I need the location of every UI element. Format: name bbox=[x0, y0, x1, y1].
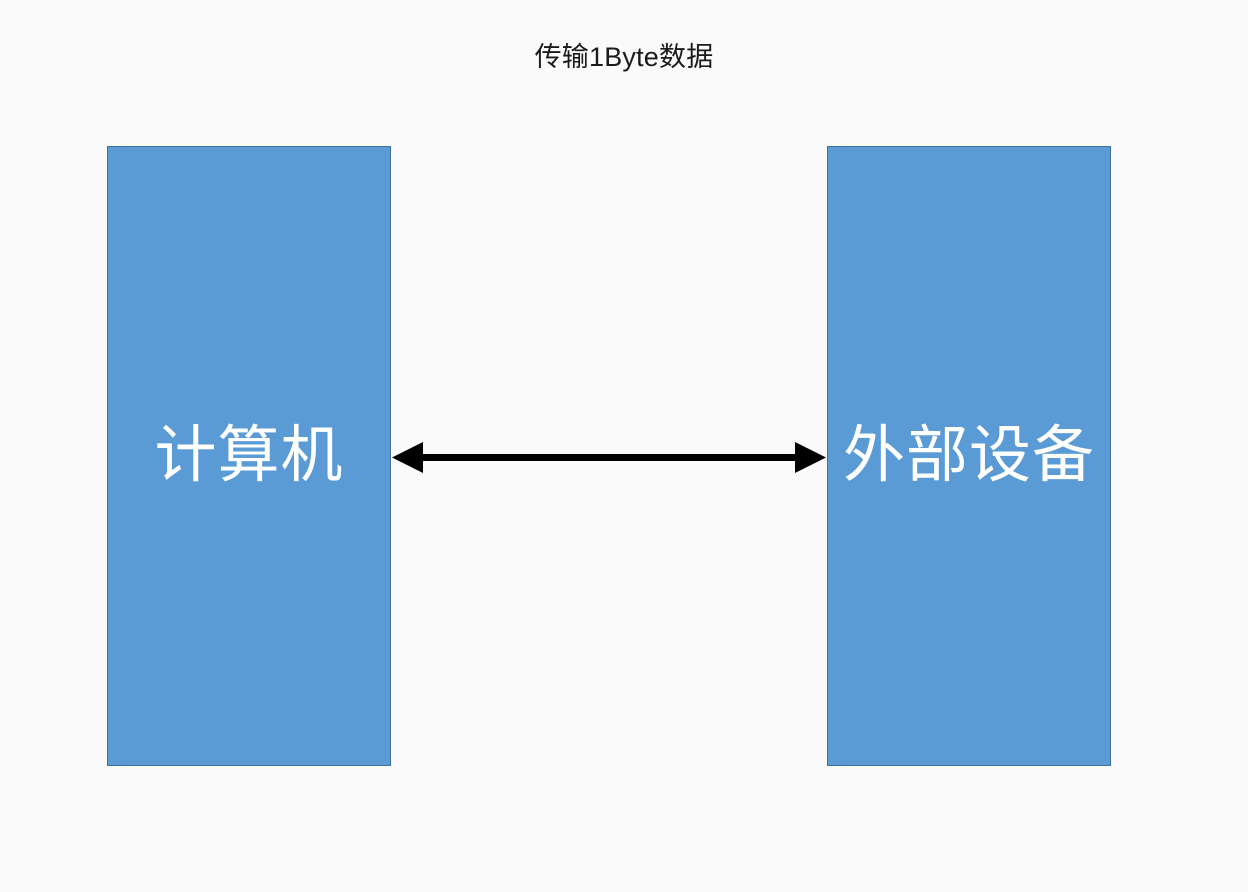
data-transfer-arrow[interactable] bbox=[392, 442, 826, 473]
arrow-head-left-icon bbox=[392, 442, 423, 473]
arrow-shaft bbox=[420, 454, 808, 461]
node-computer[interactable]: 计算机 bbox=[107, 146, 391, 766]
node-external-device[interactable]: 外部设备 bbox=[827, 146, 1111, 766]
node-external-device-label: 外部设备 bbox=[842, 421, 1095, 490]
node-computer-label: 计算机 bbox=[154, 421, 344, 490]
page-title: 传输1Byte数据 bbox=[534, 42, 714, 72]
arrow-head-right-icon bbox=[795, 442, 826, 473]
